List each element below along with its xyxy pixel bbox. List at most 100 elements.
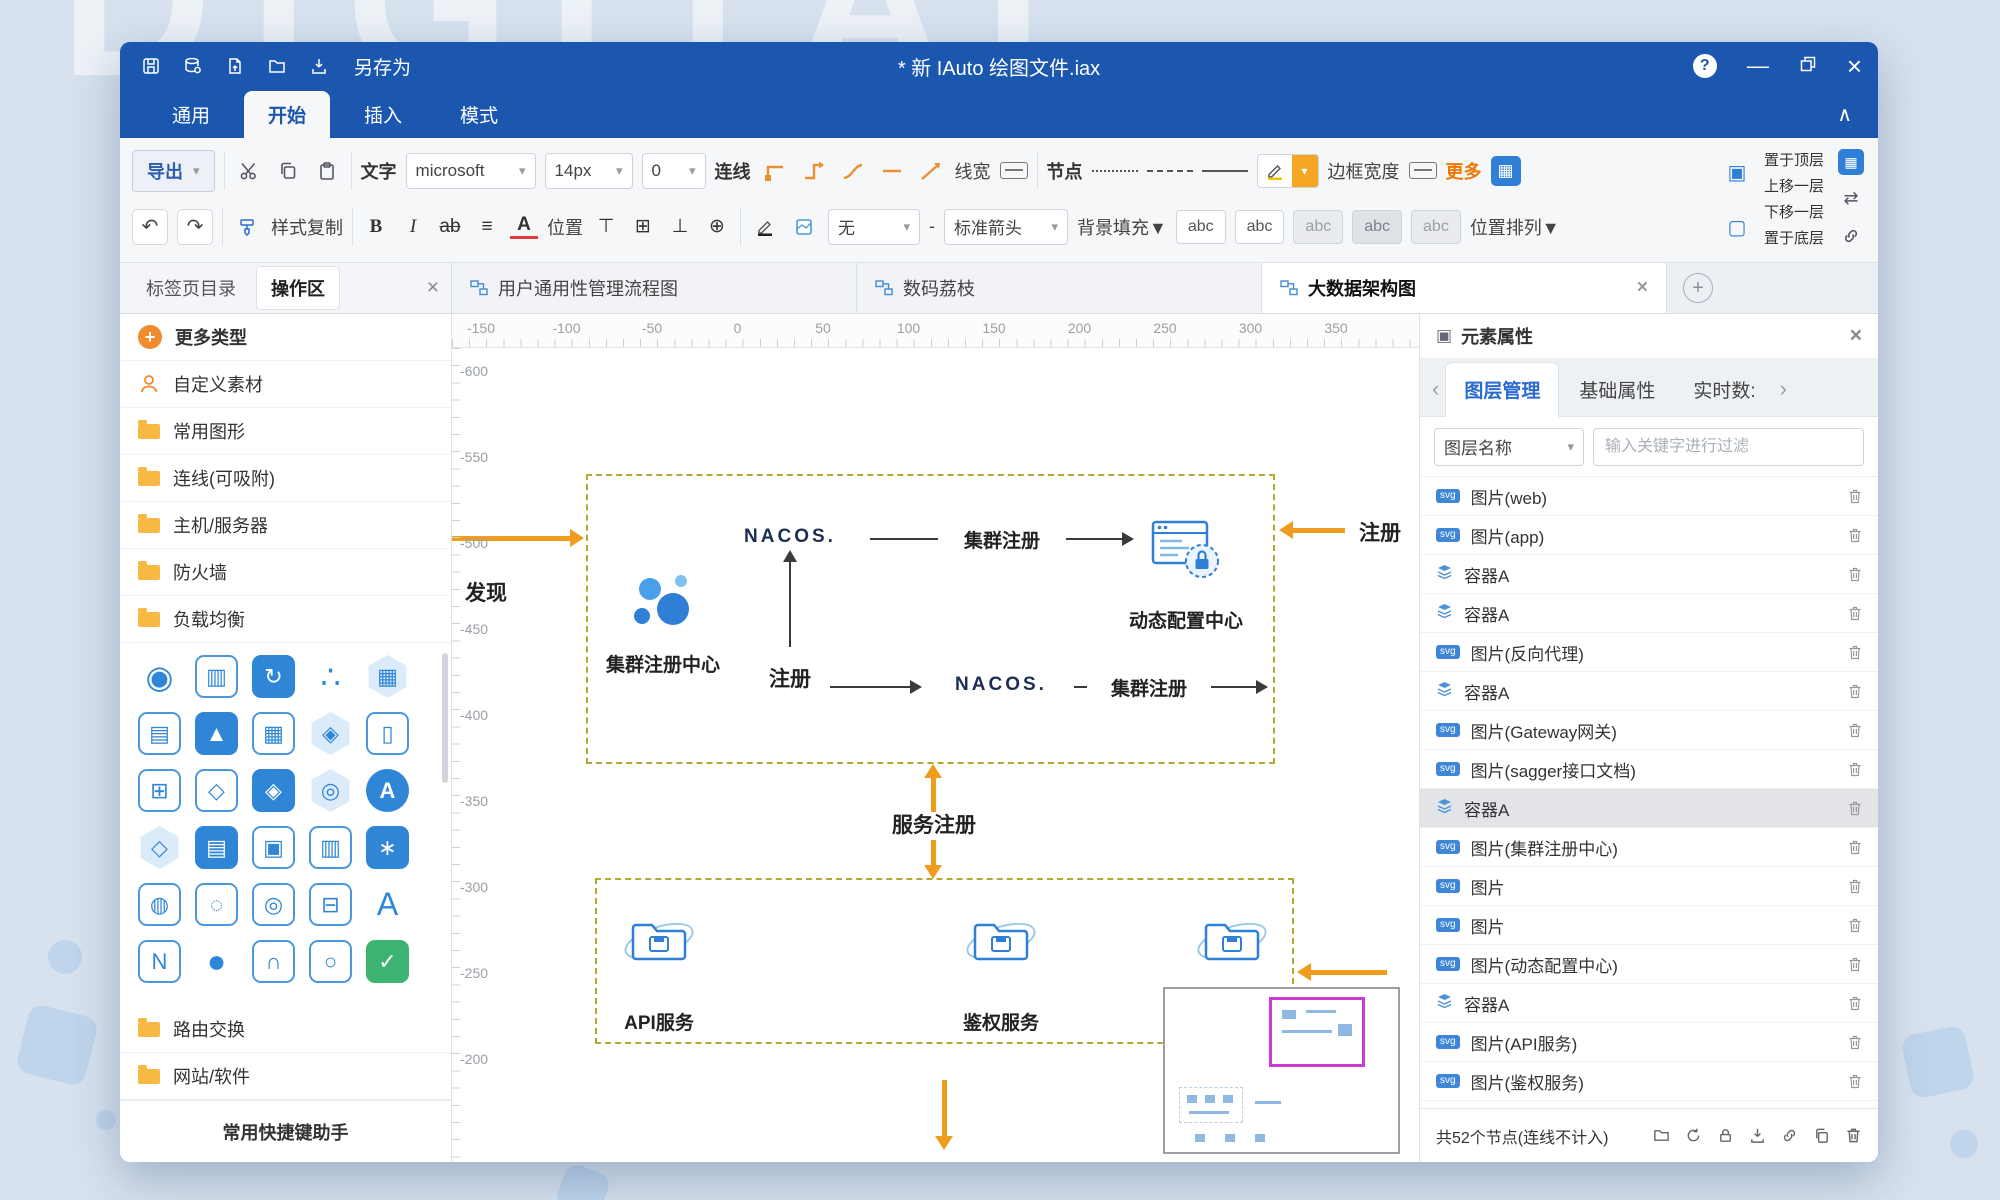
trash-icon[interactable] <box>1848 645 1862 660</box>
trash-icon[interactable] <box>1845 1127 1862 1144</box>
elbow-connector-icon[interactable] <box>760 157 790 185</box>
print-flow-icon[interactable]: ▥ <box>309 826 352 869</box>
cluster-center-label[interactable]: 集群注册中心 <box>605 655 720 676</box>
n-box-icon[interactable]: N <box>138 940 181 983</box>
dynamic-config-label[interactable]: 动态配置中心 <box>1128 611 1243 632</box>
cloud-icon[interactable]: ∩ <box>252 940 295 983</box>
stack-icon[interactable]: ▤ <box>195 826 238 869</box>
molecule-icon[interactable]: ∴ <box>320 658 341 695</box>
font-size-select[interactable]: 14px ▾ <box>544 152 633 189</box>
copy-icon[interactable] <box>273 156 303 186</box>
close-icon[interactable]: × <box>1636 277 1648 298</box>
cluster-reg-label[interactable]: 集群注册 <box>938 526 1066 553</box>
orange-arrow-line[interactable] <box>1311 970 1387 975</box>
brush-icon[interactable] <box>232 212 262 242</box>
font-color-button[interactable]: A <box>510 214 538 239</box>
sync-icon[interactable]: ↻ <box>252 655 295 698</box>
nacos-logo[interactable]: NACOS. <box>955 674 1047 695</box>
tab-realtime-data[interactable]: 实时数: <box>1693 381 1756 402</box>
group-common-shapes[interactable]: 常用图形 <box>120 408 451 455</box>
paste-icon[interactable] <box>312 156 342 186</box>
server-list-icon[interactable]: ▤ <box>138 712 181 755</box>
send-to-back-button[interactable]: 置于底层 <box>1763 230 1824 247</box>
layer-name-select[interactable]: 图层名称 ▾ <box>1434 427 1584 466</box>
trash-icon[interactable] <box>1848 528 1862 543</box>
more-button[interactable]: 更多 <box>1445 161 1482 182</box>
abc-style-button[interactable]: abc <box>1234 209 1285 244</box>
menu-tab-general[interactable]: 通用 <box>172 106 211 127</box>
group-routing[interactable]: 路由交换 <box>120 1006 451 1053</box>
chevron-left-icon[interactable]: ‹ <box>1432 376 1440 401</box>
arrow-line[interactable] <box>789 561 791 647</box>
snowflake-icon[interactable]: ∗ <box>366 826 409 869</box>
italic-button[interactable]: I <box>409 215 417 237</box>
network-icon[interactable]: ◎ <box>311 769 350 812</box>
layer-row[interactable]: 容器A <box>1420 555 1878 594</box>
trash-icon[interactable] <box>1848 996 1862 1011</box>
arrow-style-select[interactable]: 标准箭头 ▾ <box>944 208 1068 245</box>
services-container[interactable] <box>595 878 1294 1044</box>
trash-icon[interactable] <box>1848 801 1862 816</box>
document-icon[interactable]: ▯ <box>366 712 409 755</box>
abc-style-button[interactable]: abc <box>1175 209 1226 244</box>
align-icon[interactable]: ≡ <box>481 215 493 237</box>
scrollbar-thumb[interactable] <box>442 653 448 783</box>
trash-icon[interactable] <box>1848 762 1862 777</box>
dashed-line-button[interactable] <box>1146 159 1193 183</box>
arrow-line[interactable] <box>830 686 910 688</box>
register-label[interactable]: 注册 <box>769 668 811 691</box>
strikethrough-button[interactable]: ab <box>439 215 461 237</box>
trash-icon[interactable] <box>1848 606 1862 621</box>
collapse-ribbon-icon[interactable]: ∧ <box>1837 104 1852 126</box>
undo-button[interactable]: ↶ <box>132 208 168 245</box>
chevron-right-icon[interactable]: › <box>1779 376 1787 401</box>
redo-button[interactable]: ↷ <box>177 208 213 245</box>
fill-style-select[interactable]: 无 ▾ <box>828 208 920 245</box>
trash-icon[interactable] <box>1848 723 1862 738</box>
abc-style-button[interactable]: abc <box>1411 209 1461 244</box>
orange-arrow-line[interactable] <box>931 778 936 812</box>
more-types-item[interactable]: + 更多类型 <box>120 314 451 361</box>
db-hex-icon[interactable]: ◍ <box>138 883 181 926</box>
refresh-icon[interactable] <box>1685 1127 1702 1144</box>
app-circle-icon[interactable]: A <box>366 769 409 812</box>
cluster-registry-icon[interactable] <box>628 570 698 636</box>
link-icon[interactable] <box>1836 221 1866 251</box>
service-reg-label[interactable]: 服务注册 <box>892 814 976 837</box>
layer-row[interactable]: 容器A <box>1420 789 1878 828</box>
tab-page-directory[interactable]: 标签页目录 <box>146 279 236 299</box>
trash-icon[interactable] <box>1848 918 1862 933</box>
group-website-software[interactable]: 网站/软件 <box>120 1053 451 1100</box>
close-icon[interactable]: × <box>1849 324 1862 347</box>
color-dropdown-icon[interactable]: ▾ <box>1291 154 1318 187</box>
data-service-icon[interactable] <box>1193 910 1271 972</box>
group-connectors[interactable]: 连线(可吸附) <box>120 455 451 502</box>
api-service-icon[interactable] <box>620 910 698 972</box>
check-icon[interactable]: ✓ <box>366 940 409 983</box>
group-load-balancer[interactable]: 负载均衡 <box>120 596 451 643</box>
hex-grid-icon[interactable]: ▦ <box>368 655 407 698</box>
folder-icon[interactable] <box>1653 1127 1670 1144</box>
trash-icon[interactable] <box>1848 1074 1862 1089</box>
bring-to-front-button[interactable]: 置于顶层 <box>1763 152 1824 169</box>
export-file-icon[interactable] <box>220 51 250 81</box>
new-tab-button[interactable]: + <box>1683 273 1713 303</box>
register-right-label[interactable]: 注册 <box>1359 522 1401 545</box>
custom-material-item[interactable]: 自定义素材 <box>120 361 451 408</box>
layer-row[interactable]: 容器A <box>1420 984 1878 1023</box>
trash-icon[interactable] <box>1848 840 1862 855</box>
grid-icon[interactable]: ▦ <box>1838 149 1864 175</box>
doc-tab[interactable]: 数码荔枝 <box>857 263 1262 313</box>
api-service-label[interactable]: API服务 <box>624 1013 694 1034</box>
line-width-icon[interactable] <box>999 162 1028 179</box>
menu-tab-home[interactable]: 开始 <box>244 91 331 138</box>
orange-arrow-line[interactable] <box>942 1080 947 1138</box>
dynamic-config-icon[interactable] <box>1148 518 1226 584</box>
diagonal-connector-icon[interactable] <box>916 157 946 185</box>
